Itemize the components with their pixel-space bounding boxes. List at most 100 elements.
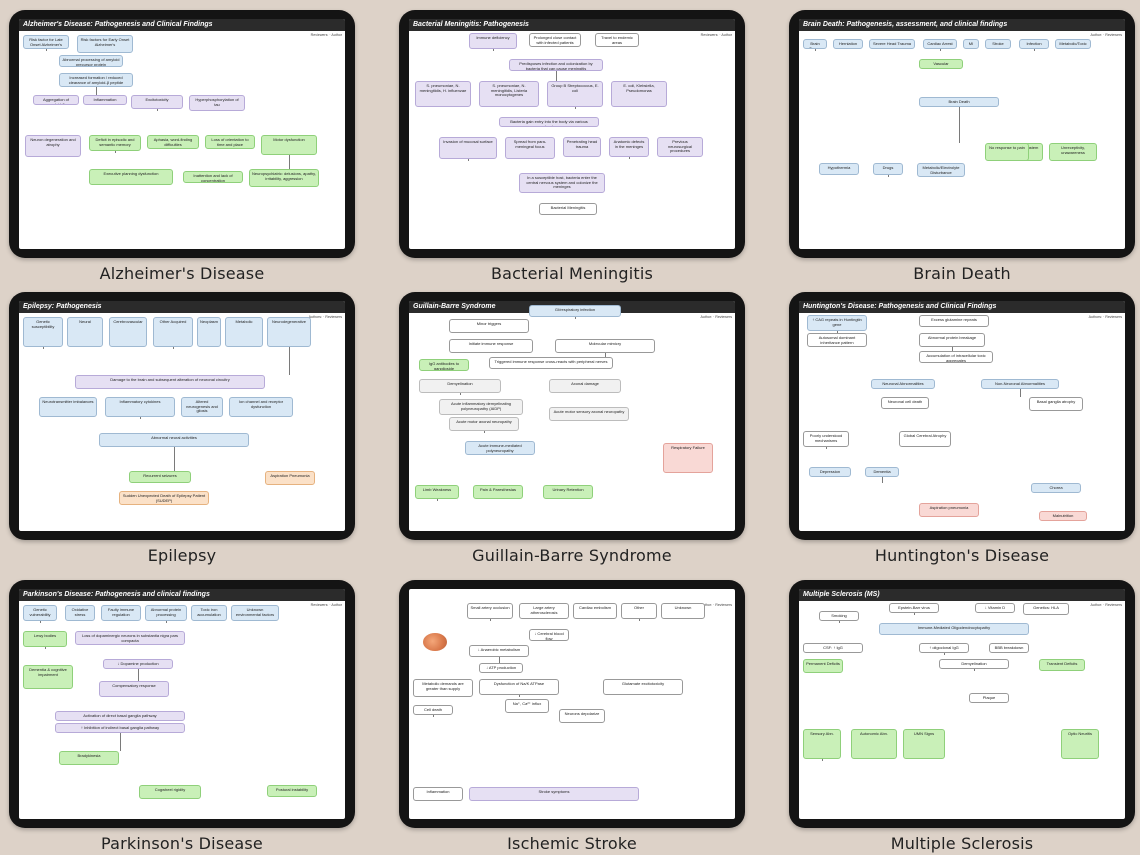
study-sheet: Parkinson's Disease: Pathogenesis and cl… bbox=[19, 589, 345, 819]
flow-box: Global Cerebral Atrophy bbox=[899, 431, 951, 447]
flow-box: Neuropsychiatric: delusions, apathy, irr… bbox=[249, 169, 319, 187]
flow-box: Metabolic demands are greater than suppl… bbox=[413, 679, 473, 697]
sheet-credits: Reviewers: · Author bbox=[310, 33, 342, 37]
flow-box: UMN Signs bbox=[903, 729, 945, 759]
flow-box: Abnormal protein processing bbox=[145, 605, 187, 621]
flow-box: Acute motor axonal neuropathy bbox=[449, 417, 519, 431]
flow-box: Drugs bbox=[873, 163, 903, 175]
connector-line bbox=[96, 87, 97, 95]
connector-line bbox=[493, 49, 494, 51]
flow-box: Damage to the brain and subsequent alter… bbox=[75, 375, 265, 389]
flow-box: Brain Death bbox=[919, 97, 999, 107]
tablet-card[interactable]: Multiple Sclerosis (MS)Author: · Reviewe… bbox=[787, 578, 1137, 855]
connector-line bbox=[1020, 389, 1021, 397]
flow-box: Activation of direct basal ganglia pathw… bbox=[55, 711, 185, 721]
flow-box: Inflammatory cytokines bbox=[105, 397, 175, 417]
connector-line bbox=[837, 331, 838, 333]
sheet-credits: Author: · Reviewers bbox=[700, 603, 732, 607]
flow-box: Anatomic defects in the meninges bbox=[609, 137, 649, 157]
flow-box: Large artery atherosclerosis bbox=[519, 603, 569, 619]
flow-box: Previous neurosurgical procedures bbox=[657, 137, 703, 157]
flow-box: Stroke bbox=[985, 39, 1011, 49]
connector-line bbox=[140, 417, 141, 419]
flow-box: Stroke symptoms bbox=[469, 787, 639, 801]
flow-box: ↓ ATP production bbox=[479, 663, 523, 673]
tablet-frame: Alzheimer's Disease: Pathogenesis and Cl… bbox=[9, 10, 355, 258]
flow-box: Genetic susceptibility bbox=[23, 317, 63, 347]
flow-box: Spread from para-meningeal focus bbox=[505, 137, 555, 159]
flow-box: Dementia & cognitive impairment bbox=[23, 665, 73, 689]
flow-box: Plaque bbox=[969, 693, 1009, 703]
connector-line bbox=[974, 669, 975, 671]
flow-box: Epstein-Barr virus bbox=[889, 603, 939, 613]
flow-box: Poorly understood mechanisms bbox=[803, 431, 849, 447]
sheet-credits: Reviewers: · Author bbox=[700, 33, 732, 37]
flow-box: Lewy bodies bbox=[23, 631, 67, 647]
connector-line bbox=[882, 477, 883, 483]
flow-box: Urinary Retention bbox=[543, 485, 593, 499]
flow-box: S. pneumoniae, N. meningitidis, H. influ… bbox=[415, 81, 471, 107]
flow-box: Genetic vulnerability bbox=[23, 605, 57, 621]
flow-box: Minor triggers bbox=[449, 319, 529, 333]
flow-box: Axonal damage bbox=[549, 379, 621, 393]
flow-box: Autonomic Abn. bbox=[851, 729, 897, 759]
flow-box: Bradykinesia bbox=[59, 751, 119, 765]
flow-box: Cardiac Arrest bbox=[923, 39, 957, 49]
flow-box: Other Acquired bbox=[153, 317, 193, 347]
flow-box: Oxidative stress bbox=[65, 605, 95, 621]
flow-box: Inattention and lack of concentration bbox=[183, 171, 243, 183]
sheet-credits: Authors: · Reviewers bbox=[1088, 315, 1122, 319]
tablet-card[interactable]: Parkinson's Disease: Pathogenesis and cl… bbox=[7, 578, 357, 855]
flow-box: Invasion of mucosal surface bbox=[439, 137, 497, 159]
flow-box: Neural bbox=[67, 317, 103, 347]
flow-box: Unknown bbox=[661, 603, 705, 619]
flow-box: Malnutrition bbox=[1039, 511, 1087, 521]
flow-box: Aphasia, word-finding difficulties bbox=[147, 135, 199, 149]
flow-box: Neuron degeneration and atrophy bbox=[25, 135, 81, 157]
connector-line bbox=[556, 71, 557, 81]
flow-box: Immune-Mediated Oligodendrocytopathy bbox=[879, 623, 1029, 635]
tablet-card[interactable]: Brain Death: Pathogenesis, assessment, a… bbox=[787, 8, 1137, 288]
connector-line bbox=[519, 695, 520, 697]
flow-box: Unreceptivity, unawareness bbox=[1049, 143, 1097, 161]
flow-box: Excess glutamine repeats bbox=[919, 315, 989, 327]
tablet-card[interactable]: Huntington's Disease: Pathogenesis and C… bbox=[787, 290, 1137, 570]
flow-box: Bacterial Meningitis bbox=[539, 203, 597, 215]
sheet-title: Multiple Sclerosis (MS) bbox=[799, 589, 1125, 601]
connector-line bbox=[174, 447, 175, 471]
flow-box: Toxic iron accumulation bbox=[191, 605, 227, 621]
flow-box: Respiratory Failure bbox=[663, 443, 713, 473]
connector-line bbox=[173, 347, 174, 349]
flow-box: Neurotransmitter imbalances bbox=[39, 397, 97, 417]
connector-line bbox=[952, 347, 953, 351]
connector-line bbox=[914, 613, 915, 615]
flow-box: Neurons depolarize bbox=[559, 709, 605, 723]
flow-box: Immune deficiency bbox=[469, 33, 517, 49]
flow-box: Hypothermia bbox=[819, 163, 859, 175]
sheet-title: Parkinson's Disease: Pathogenesis and cl… bbox=[19, 589, 345, 601]
flow-box: Postural instability bbox=[267, 785, 317, 797]
connector-line bbox=[40, 621, 41, 623]
flow-box: Sensory Abn. bbox=[803, 729, 841, 759]
connector-line bbox=[944, 653, 945, 655]
connector-line bbox=[433, 715, 434, 717]
flow-box: Prolonged close contact with infected pa… bbox=[529, 33, 581, 47]
flow-box: Herniation bbox=[833, 39, 863, 49]
flow-box: Faulty immune regulation bbox=[101, 605, 141, 621]
flow-box: Acute immune-mediated polyneuropathy bbox=[465, 441, 535, 455]
sheet-title: Bacterial Meningitis: Pathogenesis bbox=[409, 19, 735, 31]
tablet-card[interactable]: Alzheimer's Disease: Pathogenesis and Cl… bbox=[7, 8, 357, 288]
flow-box: Cerebrovascular bbox=[109, 317, 147, 347]
flow-box: Infection bbox=[1019, 39, 1049, 49]
sheet-credits: Reviewers: · Author bbox=[310, 603, 342, 607]
flow-box: Compensatory response bbox=[99, 681, 169, 697]
flow-box: ↑ CAG repeats in Huntingtin gene bbox=[807, 315, 867, 331]
connector-line bbox=[629, 157, 630, 159]
